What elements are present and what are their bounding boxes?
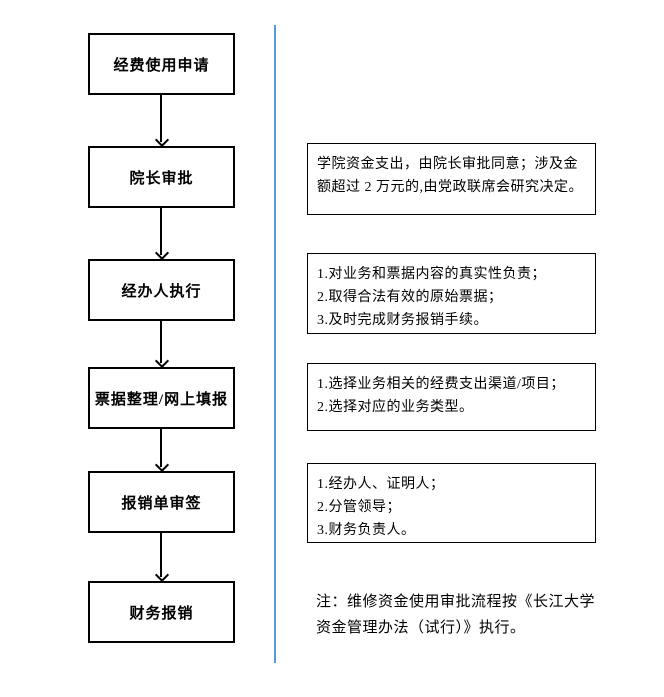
- annotation-dean-approval-rule: 学院资金支出，由院长审批同意；涉及金额超过 2 万元的,由党政联席会研究决定。: [307, 143, 596, 215]
- annotation-line: 2.分管领导；: [317, 500, 401, 515]
- annotation-signers: 1.经办人、证明人； 2.分管领导； 3.财务负责人。: [307, 463, 596, 543]
- arrow-head-icon: [154, 567, 170, 583]
- step-dean-approval: 院长审批: [88, 146, 235, 208]
- arrow-shaft: [160, 321, 162, 363]
- annotation-text: 学院资金支出，由院长审批同意；涉及金额超过 2 万元的,由党政联席会研究决定。: [317, 157, 583, 195]
- annotation-filing-rules: 1.选择业务相关的经费支出渠道/项目； 2.选择对应的业务类型。: [307, 363, 596, 431]
- annotation-line: 2.取得合法有效的原始票据；: [317, 290, 503, 305]
- step-expense-application-label: 经费使用申请: [113, 57, 210, 74]
- arrow-head-icon: [154, 245, 170, 261]
- step-dean-approval-label: 院长审批: [129, 170, 194, 187]
- annotation-line: 1.对业务和票据内容的真实性负责；: [317, 267, 546, 282]
- annotation-line: 3.及时完成财务报销手续。: [317, 313, 488, 328]
- step-reimbursement-form-review-label: 报销单审签: [121, 495, 202, 512]
- step-handler-execution-label: 经办人执行: [121, 283, 202, 300]
- arrow-shaft: [160, 95, 162, 142]
- step-financial-reimbursement: 财务报销: [88, 581, 235, 643]
- note-text: 注：维修资金使用审批流程按《长江大学资金管理办法（试行）》执行。: [316, 594, 596, 636]
- flow-arrow-down-2: [154, 208, 170, 261]
- step-financial-reimbursement-label: 财务报销: [129, 605, 194, 622]
- arrow-head-icon: [154, 353, 170, 369]
- annotation-handler-duties: 1.对业务和票据内容的真实性负责； 2.取得合法有效的原始票据； 3.及时完成财…: [307, 253, 596, 334]
- annotation-line: 3.财务负责人。: [317, 523, 416, 538]
- step-reimbursement-form-review: 报销单审签: [88, 471, 235, 533]
- annotation-line: 1.选择业务相关的经费支出渠道/项目；: [317, 377, 565, 392]
- arrow-head-icon: [154, 132, 170, 148]
- flow-arrow-down-3: [154, 321, 170, 369]
- arrow-head-icon: [154, 457, 170, 473]
- flow-arrow-down-5: [154, 533, 170, 583]
- annotation-line: 2.选择对应的业务类型。: [317, 400, 474, 415]
- step-receipt-filing: 票据整理/网上填报: [88, 367, 235, 429]
- flow-arrow-down-1: [154, 95, 170, 148]
- step-expense-application: 经费使用申请: [88, 33, 235, 95]
- step-handler-execution: 经办人执行: [88, 259, 235, 321]
- annotation-line: 1.经办人、证明人；: [317, 477, 445, 492]
- arrow-shaft: [160, 533, 162, 577]
- arrow-shaft: [160, 208, 162, 255]
- divider-line: [274, 25, 276, 663]
- arrow-shaft: [160, 429, 162, 467]
- step-receipt-filing-label: 票据整理/网上填报: [94, 391, 229, 408]
- flow-arrow-down-4: [154, 429, 170, 473]
